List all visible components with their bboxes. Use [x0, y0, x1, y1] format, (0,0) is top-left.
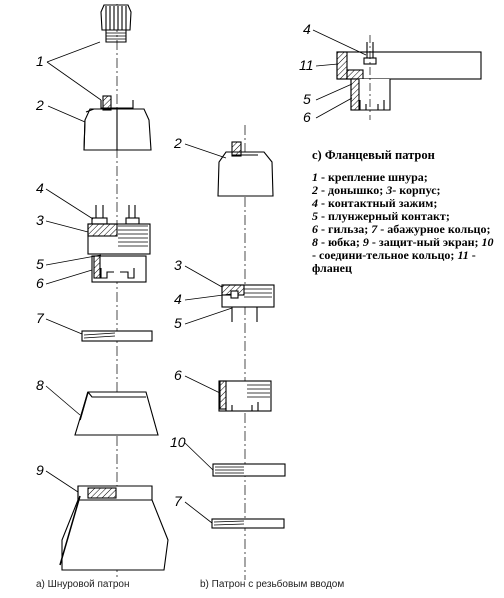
- legend-text-10: - соедини-тельное кольцо;: [312, 248, 458, 262]
- callout-a-2: 2: [35, 97, 44, 113]
- callout-a-7: 7: [36, 310, 45, 326]
- legend-text-3: - корпус;: [392, 183, 441, 197]
- legend-num-5: 5: [312, 209, 318, 223]
- callout-a-3: 3: [36, 212, 44, 228]
- legend-text: 1 - крепление шнура; 2 - донышко; 3- кор…: [312, 171, 498, 275]
- callout-b-10: 10: [170, 434, 186, 450]
- legend-text-2: - донышко;: [318, 183, 387, 197]
- callout-b-2: 2: [173, 135, 182, 151]
- connecting-ring-b: [212, 463, 286, 477]
- base-cap-part: [83, 95, 152, 151]
- body-b: [221, 284, 275, 322]
- cord-grip-part: [100, 4, 132, 43]
- callout-c-4: 4: [303, 21, 311, 37]
- callout-b-6: 6: [174, 367, 182, 383]
- legend-text-7: - абажурное кольцо;: [377, 222, 491, 236]
- legend-num-3: 3: [386, 183, 393, 197]
- legend-text-6: - гильза;: [318, 222, 372, 236]
- assembly-a: [59, 4, 169, 580]
- callout-b-4: 4: [174, 291, 182, 307]
- legend-text-5: - плунжерный контакт;: [318, 209, 450, 223]
- shade-ring-b: [211, 518, 285, 529]
- callout-c-6: 6: [303, 109, 311, 125]
- legend-num-7: 7: [371, 222, 378, 236]
- legend-num-8: 8: [312, 235, 318, 249]
- assembly-b: [211, 125, 286, 580]
- caption-a: a) Шнуровой патрон: [36, 579, 130, 590]
- callout-b-7: 7: [174, 493, 183, 509]
- body-part: [87, 205, 151, 283]
- assembly-c: [336, 35, 482, 120]
- leader-lines: [45, 29, 367, 524]
- callout-a-1: 1: [36, 53, 44, 69]
- callout-a-4: 4: [36, 180, 44, 196]
- sleeve-b: [218, 380, 272, 412]
- callout-labels: 1 2 4 3 5 6 7 8 9 2 3 4 5 6 10 7 4 11 5 …: [35, 21, 314, 509]
- legend-text-8: - юбка;: [318, 235, 363, 249]
- callout-a-5: 5: [36, 256, 44, 272]
- base-cap-b: [217, 141, 274, 197]
- callout-a-8: 8: [36, 377, 44, 393]
- shade-ring-part: [81, 330, 153, 342]
- legend-text-4: - контактный зажим;: [318, 196, 438, 210]
- skirt-part: [74, 391, 159, 436]
- legend-num-9: 9: [362, 235, 369, 249]
- callout-a-6: 6: [36, 275, 44, 291]
- legend-text-1: - крепление шнура;: [318, 170, 428, 184]
- legend-text-11: - фланец: [312, 248, 476, 275]
- legend-panel: c) Фланцевый патрон 1 - крепление шнура;…: [312, 149, 498, 275]
- legend-num-6: 6: [312, 222, 318, 236]
- callout-b-5: 5: [174, 315, 182, 331]
- legend-num-4: 4: [312, 196, 318, 210]
- legend-num-2: 2: [312, 183, 318, 197]
- callout-c-5: 5: [303, 91, 311, 107]
- legend-text-9: - защит-ный экран;: [368, 235, 482, 249]
- callout-a-9: 9: [36, 462, 44, 478]
- legend-num-11: 11: [457, 248, 469, 262]
- callout-c-11: 11: [299, 57, 314, 73]
- legend-num-1: 1: [312, 170, 318, 184]
- caption-c: c) Фланцевый патрон: [312, 148, 435, 162]
- protective-screen-part: [59, 485, 169, 571]
- callout-b-3: 3: [174, 257, 182, 273]
- caption-b: b) Патрон с резьбовым вводом: [200, 579, 345, 590]
- legend-num-10: 10: [481, 235, 494, 249]
